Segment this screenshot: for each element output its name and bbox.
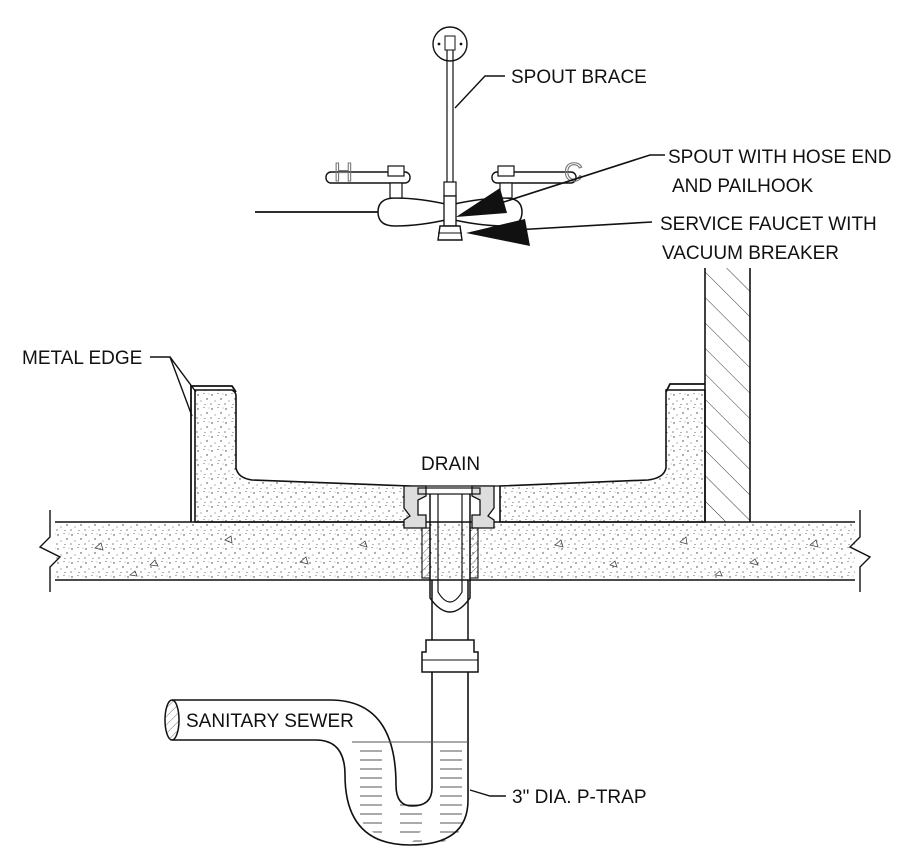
p-trap: [164, 672, 469, 846]
leader-p-trap: [469, 789, 506, 797]
mop-receptor-basin: [194, 389, 706, 523]
hot-label: H: [334, 157, 353, 187]
slab-aggregate-marks: [94, 535, 819, 577]
leader-spout-hose: [456, 154, 665, 217]
label-metal-edge: METAL EDGE: [22, 348, 142, 369]
label-spout-brace: SPOUT BRACE: [511, 67, 647, 88]
wall-section: [704, 268, 751, 522]
label-spout-hose-line1: SPOUT WITH HOSE END: [668, 147, 891, 168]
break-line-right: [848, 510, 872, 592]
leader-service-faucet: [466, 219, 653, 246]
label-drain: DRAIN: [421, 454, 480, 475]
label-faucet-line2: VACUUM BREAKER: [662, 243, 839, 264]
hot-handle: [325, 165, 411, 199]
spout-brace: [432, 26, 468, 197]
cold-handle: [491, 165, 577, 199]
metal-edge-trim: [190, 383, 705, 522]
sewer-pipe-end: [164, 699, 180, 741]
break-line-left: [38, 510, 62, 592]
waste-pipe: [421, 580, 479, 673]
cold-label: C: [564, 157, 583, 187]
concrete-floor-slab: [55, 521, 855, 581]
drain-strainer-tube: [429, 494, 471, 613]
drain-body: [403, 485, 495, 579]
label-p-trap: 3" DIA. P-TRAP: [512, 787, 647, 808]
leader-metal-edge: [150, 356, 197, 417]
label-spout-hose-line2: AND PAILHOOK: [672, 176, 813, 197]
leader-spout-brace: [454, 75, 505, 109]
label-sanitary-sewer: SANITARY SEWER: [186, 711, 354, 732]
label-faucet-line1: SERVICE FAUCET WITH: [660, 214, 877, 235]
